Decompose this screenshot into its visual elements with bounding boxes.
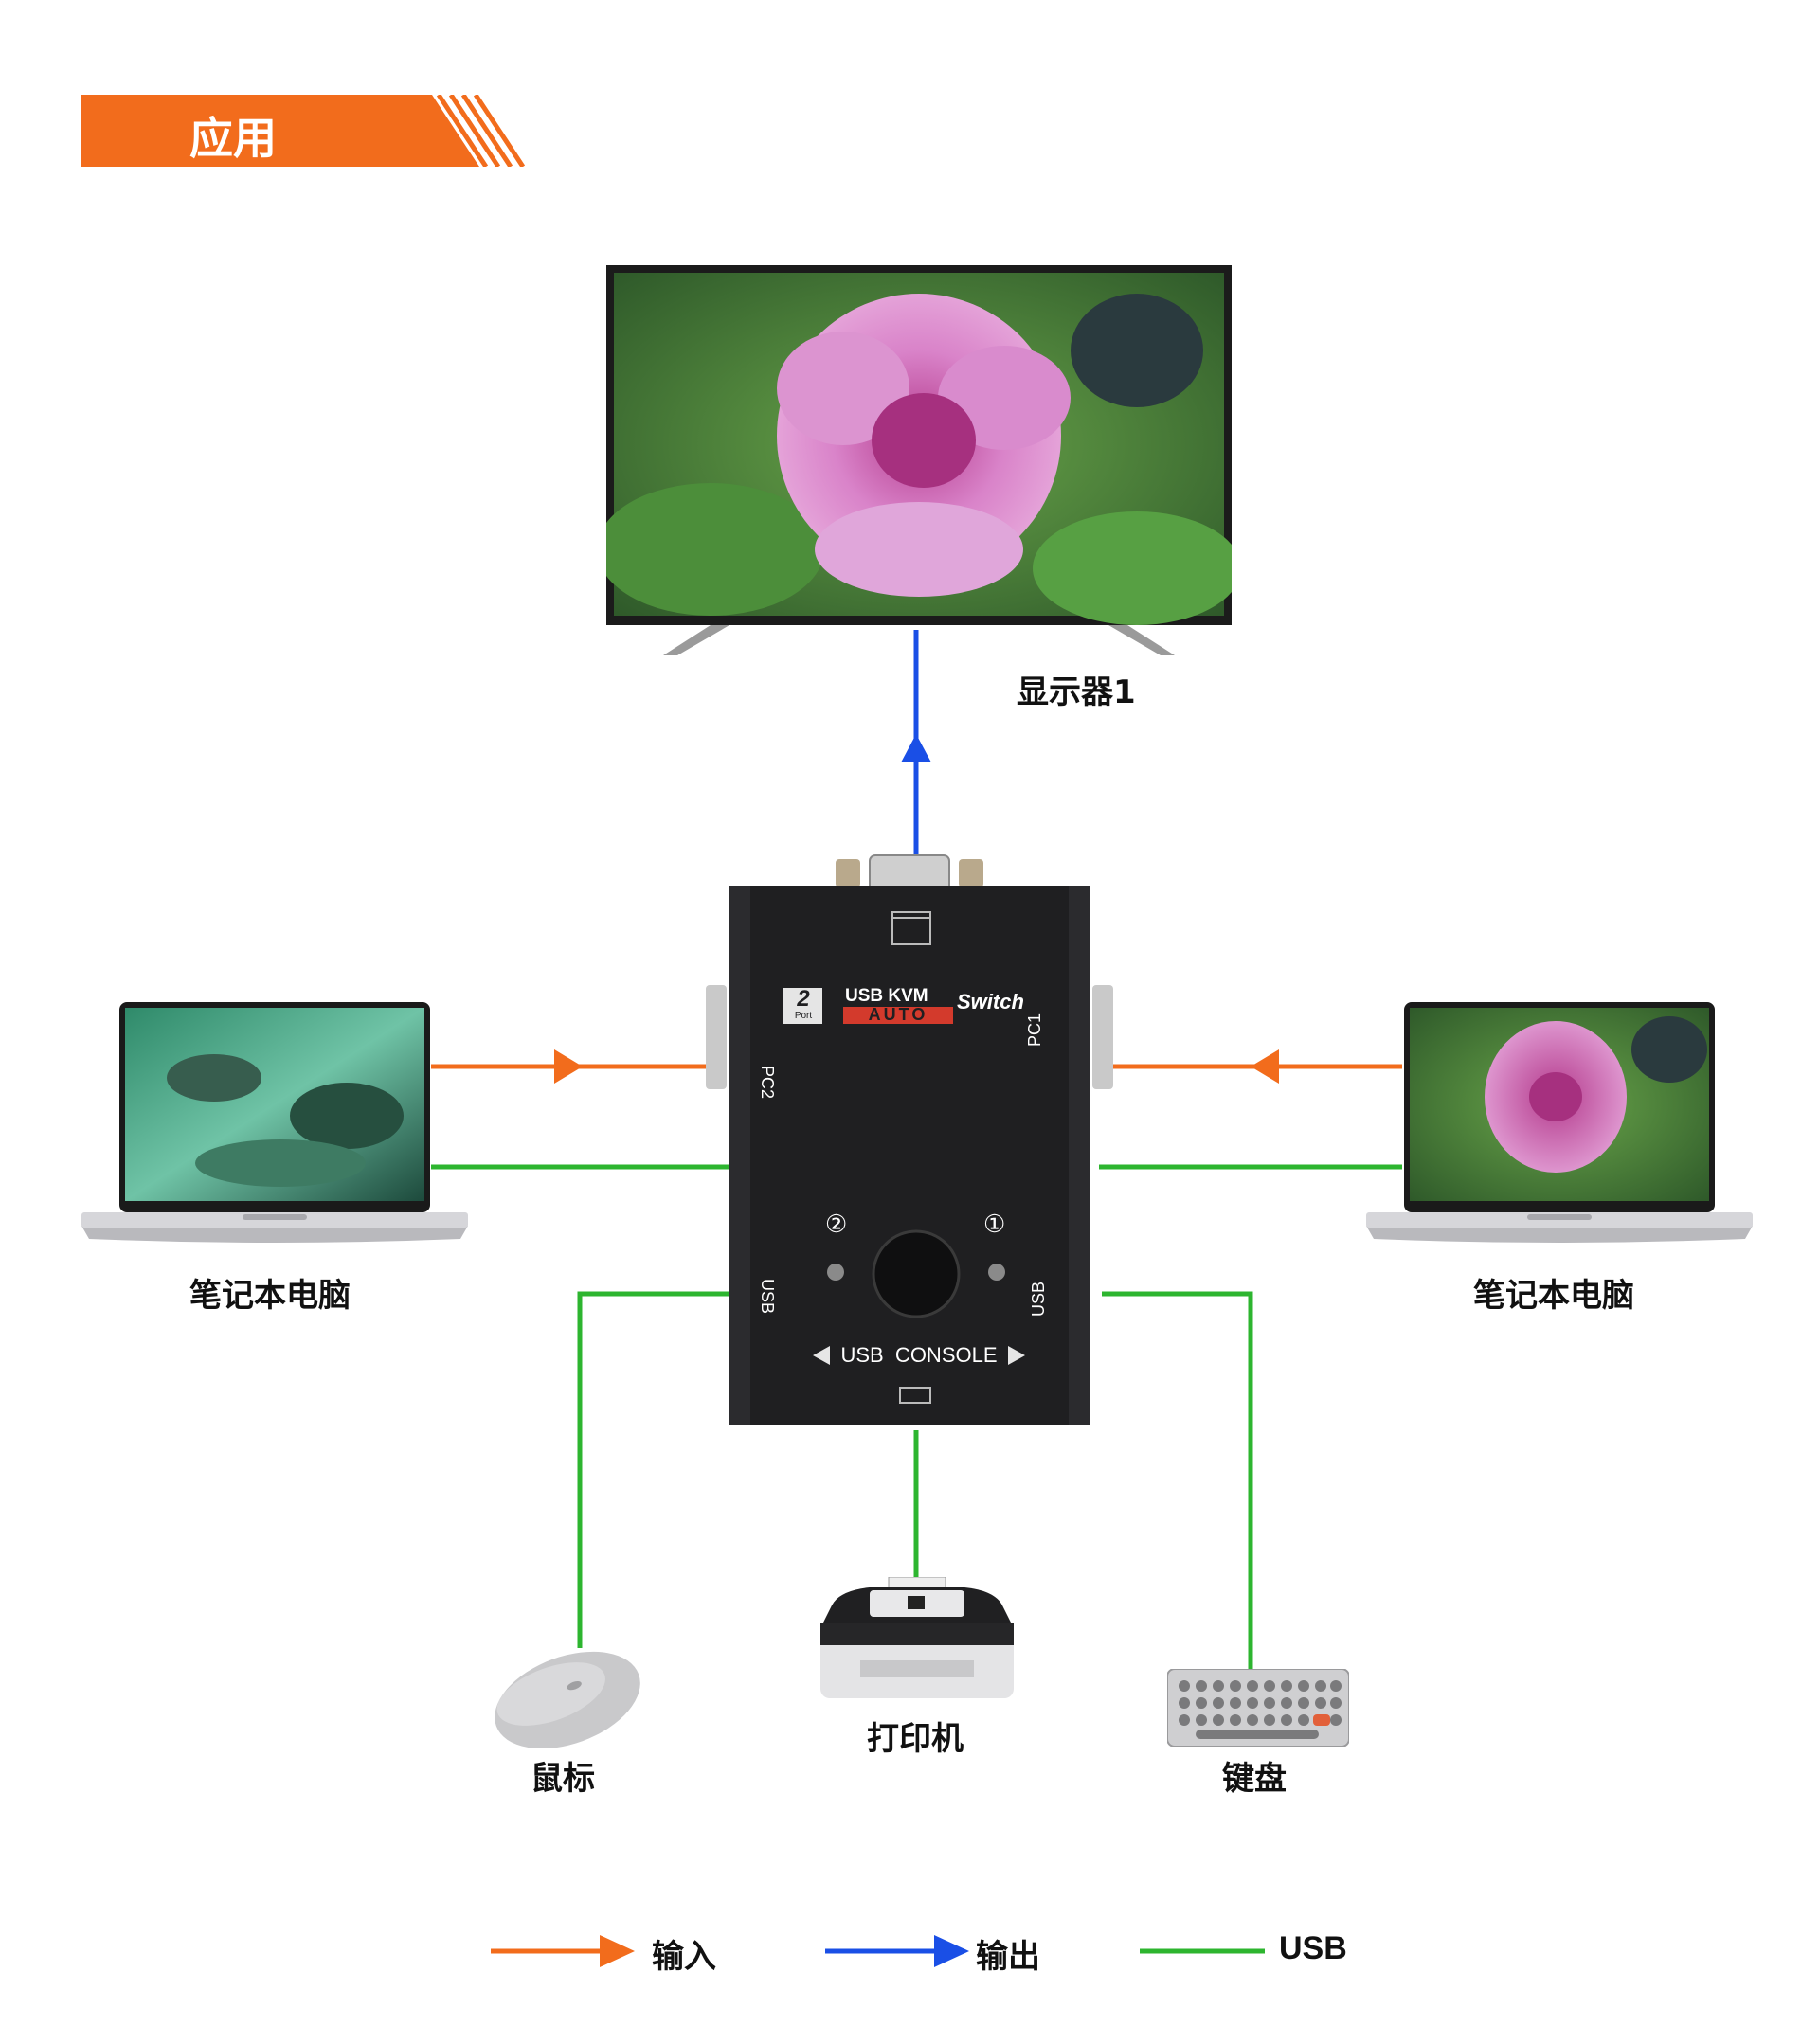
printer-image	[820, 1577, 1014, 1698]
output-arrow	[901, 734, 931, 762]
section-header-bar	[81, 95, 526, 167]
legend-output-label: 输出	[976, 1938, 1040, 1976]
section-title: 应用	[189, 113, 277, 164]
usb-line-keyboard	[1102, 1291, 1253, 1672]
kvm-led-label-1: ①	[983, 1210, 1006, 1238]
input-arrow-left	[554, 1049, 583, 1084]
legend-input-label: 输入	[652, 1938, 716, 1976]
legend-output-arrow	[825, 1935, 969, 1967]
legend-usb-line	[1140, 1948, 1265, 1954]
kvm-led-label-2: ②	[825, 1210, 848, 1238]
kvm-console-label: USB CONSOLE	[840, 1343, 998, 1367]
kvm-port-pc2: PC2	[758, 1066, 777, 1100]
mouse-image	[495, 1651, 640, 1748]
mouse-label: 鼠标	[531, 1760, 595, 1798]
kvm-badge-number: 2	[797, 986, 810, 1012]
laptop-right-label: 笔记本电脑	[1473, 1277, 1634, 1315]
laptop-right-image	[1366, 1002, 1753, 1243]
legend-usb-label: USB	[1279, 1930, 1347, 1966]
kvm-auto: AUTO	[868, 1005, 928, 1024]
legend-input-arrow	[491, 1935, 635, 1967]
kvm-badge-port: Port	[794, 1011, 813, 1021]
laptop-left-label: 笔记本电脑	[189, 1277, 351, 1315]
laptop-left-image	[81, 1002, 468, 1243]
kvm-switch-word: Switch	[957, 990, 1024, 1013]
monitor-image	[606, 265, 1232, 655]
kvm-port-usb-right: USB	[1029, 1281, 1048, 1317]
kvm-port-usb-left: USB	[758, 1279, 777, 1315]
keyboard-image	[1167, 1669, 1349, 1747]
monitor-label: 显示器1	[1017, 673, 1136, 711]
kvm-switch: 2 Port USB KVM AUTO Switch PC1 PC2 USB U…	[701, 848, 1118, 1435]
input-arrow-right	[1251, 1049, 1279, 1084]
usb-line-mouse	[577, 1291, 731, 1648]
kvm-body	[706, 854, 1113, 1425]
kvm-title: USB KVM	[845, 986, 928, 1006]
printer-label: 打印机	[867, 1720, 964, 1758]
kvm-port-pc1: PC1	[1025, 1013, 1044, 1047]
keyboard-label: 键盘	[1222, 1760, 1287, 1798]
